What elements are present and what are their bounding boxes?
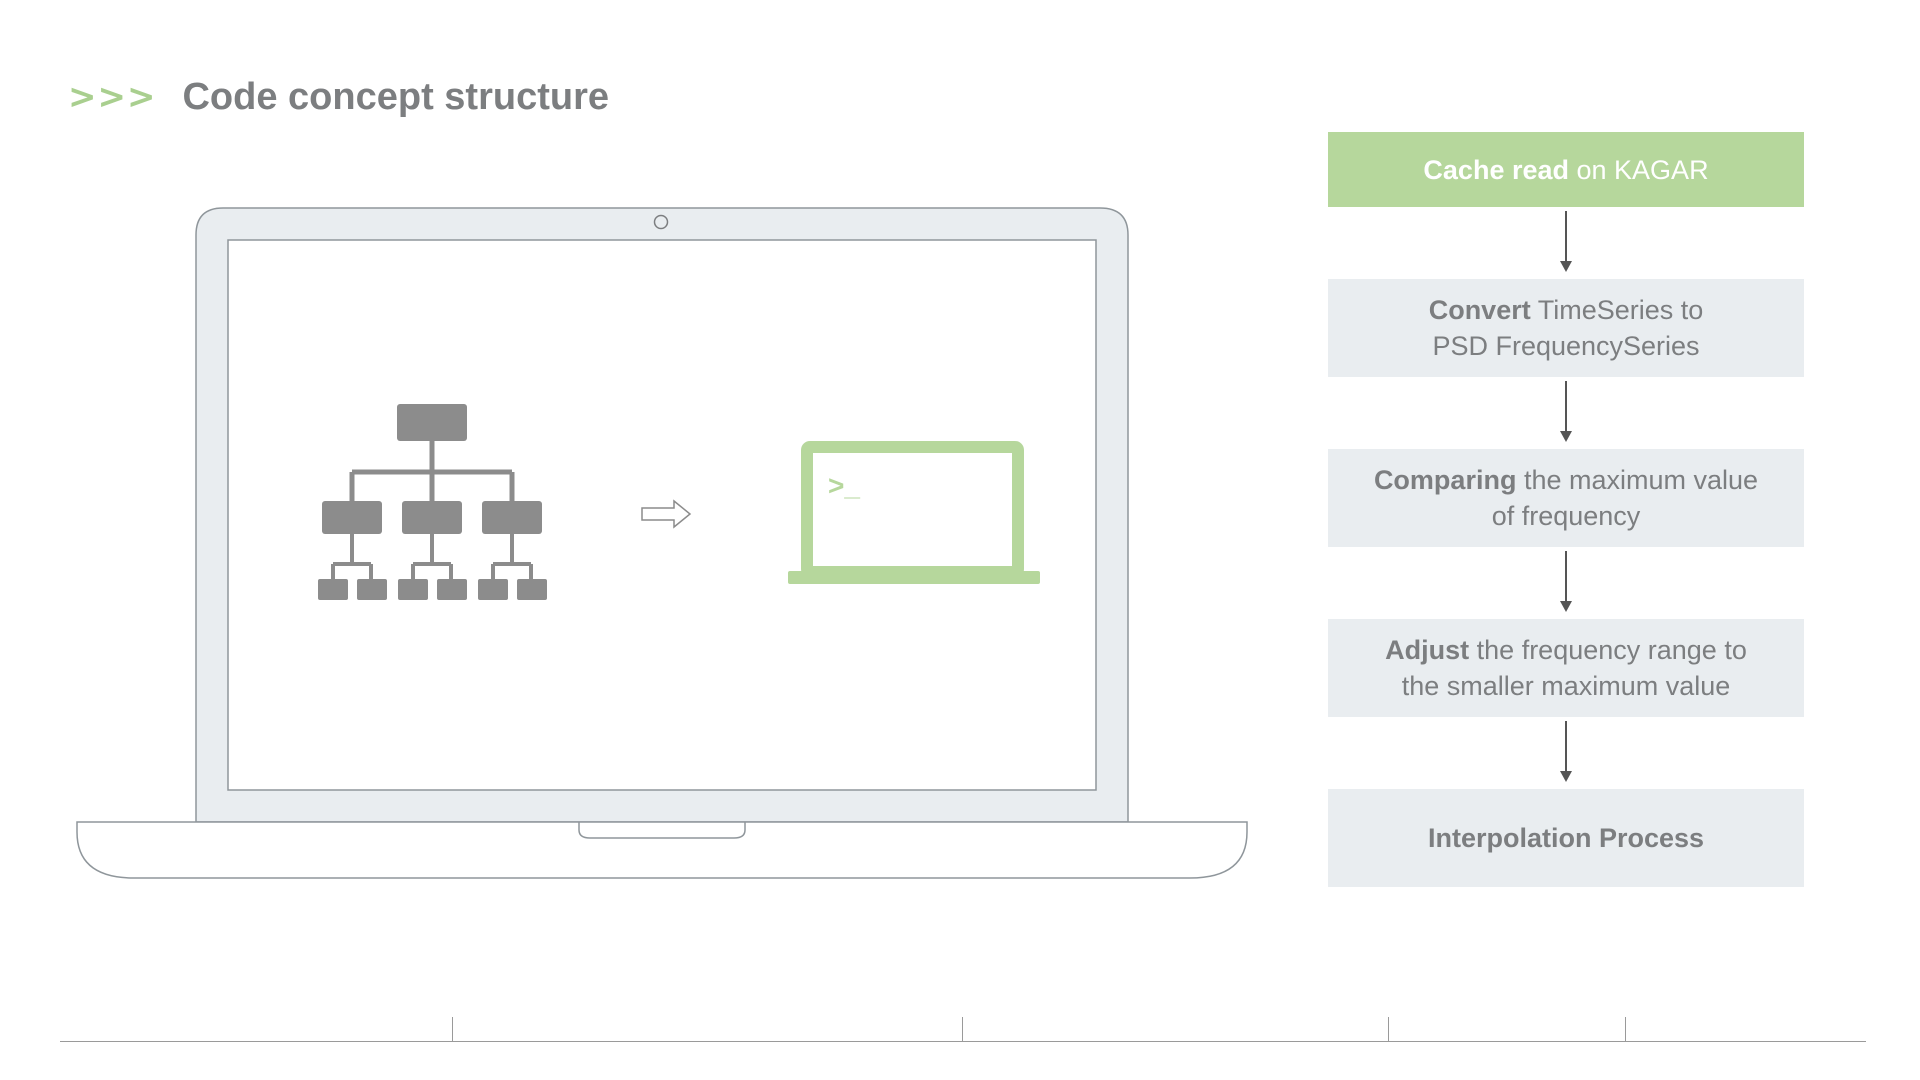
laptop-notch <box>578 822 746 839</box>
step-text: TimeSeries to <box>1530 295 1704 325</box>
terminal-prompt: >_ <box>828 470 860 501</box>
down-arrow-icon <box>1328 547 1804 619</box>
step-keyword: Comparing <box>1373 465 1517 495</box>
step-interpolation: Interpolation Process <box>1328 789 1804 887</box>
webcam-icon <box>653 214 669 230</box>
step-text: the maximum value <box>1516 465 1759 495</box>
chevron-marker: >>> <box>68 77 157 117</box>
step-keyword: Convert <box>1428 295 1531 325</box>
timeline-tick <box>1625 1017 1626 1042</box>
step-text: the frequency range to <box>1469 635 1747 665</box>
step-keyword: Cache read <box>1423 154 1569 185</box>
right-arrow-icon <box>641 499 692 529</box>
down-arrow-icon <box>1328 377 1804 449</box>
step-comparing: Comparing the maximum value of frequency <box>1328 449 1804 547</box>
page-header: >>> Code concept structure <box>68 72 609 122</box>
process-flow: Cache read on KAGAR Convert TimeSeries t… <box>1328 132 1804 887</box>
hierarchy-icon <box>318 404 547 600</box>
timeline-tick <box>452 1017 453 1042</box>
step-text-line2: the smaller maximum value <box>1401 671 1731 701</box>
step-keyword: Adjust <box>1385 635 1470 665</box>
step-convert: Convert TimeSeries to PSD FrequencySerie… <box>1328 279 1804 377</box>
step-adjust: Adjust the frequency range to the smalle… <box>1328 619 1804 717</box>
terminal-laptop-icon: >_ <box>788 441 1040 584</box>
timeline-tick <box>962 1017 963 1042</box>
step-text-line2: of frequency <box>1491 501 1641 531</box>
step-text-line2: PSD FrequencySeries <box>1432 331 1700 361</box>
laptop-base <box>76 821 1248 879</box>
down-arrow-icon <box>1328 207 1804 279</box>
timeline-tick <box>1388 1017 1389 1042</box>
down-arrow-icon <box>1328 717 1804 789</box>
step-cache-read: Cache read on KAGAR <box>1328 132 1804 207</box>
step-text: on KAGAR <box>1569 154 1709 185</box>
timeline-divider <box>60 1041 1866 1042</box>
page-title: Code concept structure <box>182 75 609 118</box>
step-keyword: Interpolation Process <box>1427 823 1705 853</box>
